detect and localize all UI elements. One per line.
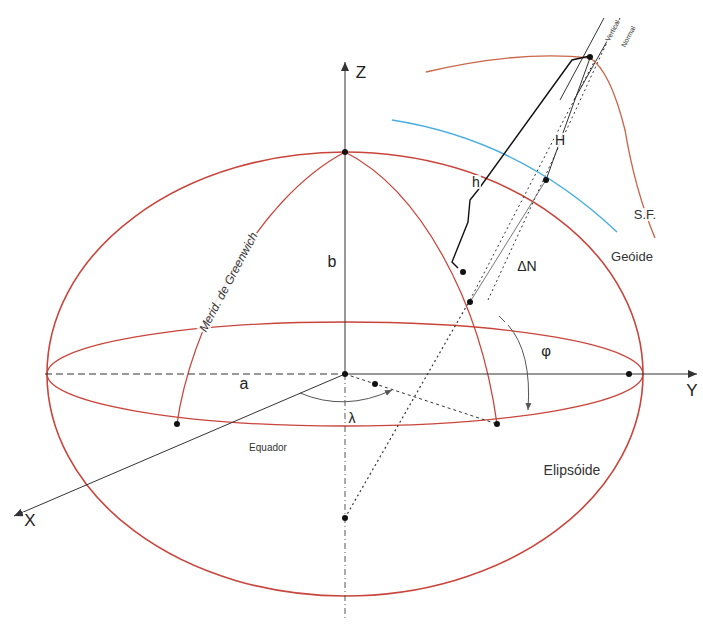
axis-label: Y [685,382,698,399]
height-label: h [471,175,481,189]
axis-label: Z [355,64,367,81]
ellipsoid-label: Elipsóide [543,463,602,477]
surface-label: S.F. [633,208,657,221]
semi-axis-label: b [327,254,338,270]
line-label: Vertical [603,17,621,42]
height-label: H [554,133,566,147]
angle-label: φ [540,343,552,358]
geoid-label: Geóide [610,250,654,263]
line-label: Normal [619,24,637,49]
meridian-label: Merid. de Greenwich [196,229,260,334]
axis-label: X [23,512,36,529]
equator-label: Equador [248,443,288,453]
angle-label: λ [348,411,357,425]
semi-axis-label: a [239,376,250,392]
undulation-label: ΔN [516,259,537,273]
